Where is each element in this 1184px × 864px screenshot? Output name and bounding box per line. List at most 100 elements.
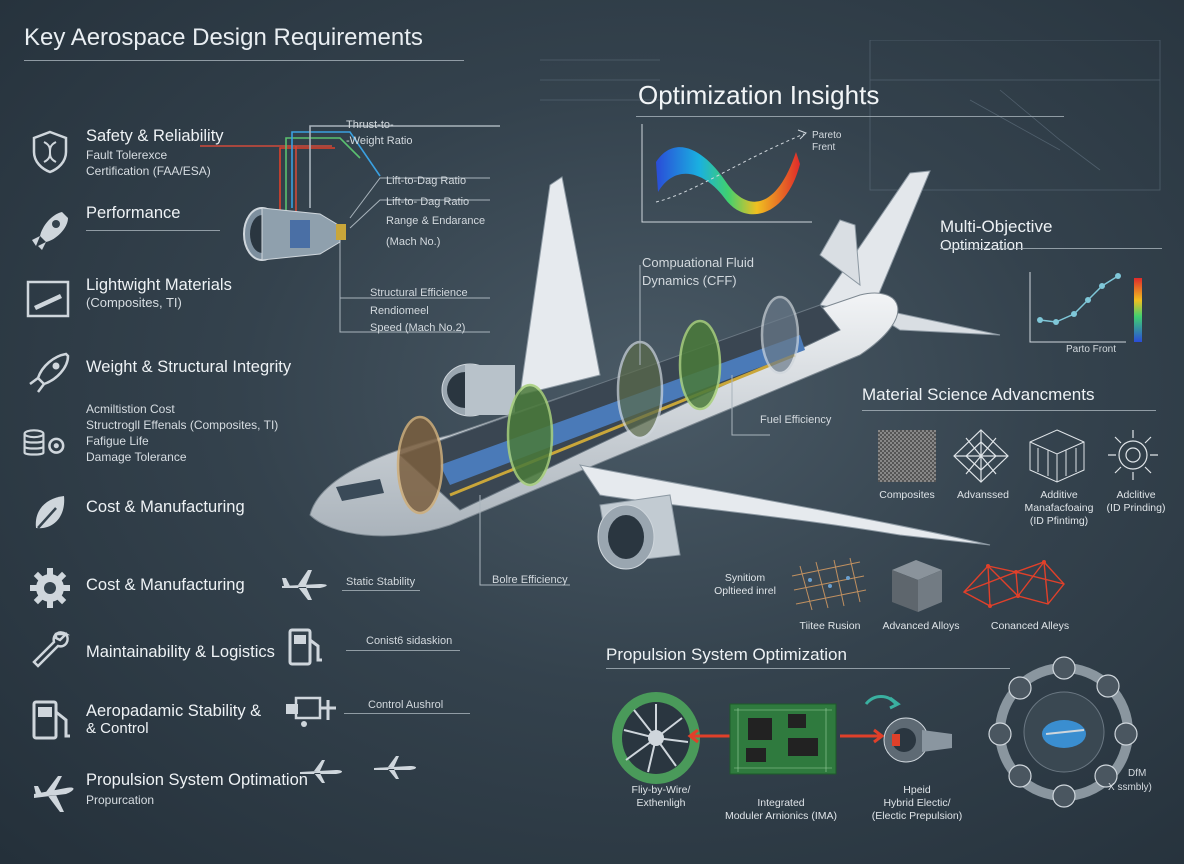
left-item-label: Aeropadamic Stability & [86,702,262,720]
callout-struct: Rendiomeel [370,305,429,317]
red-lattice [962,560,1065,608]
callout-bolre: Bolre Efficiency [492,574,568,586]
callout-struct: Structural Efficience [370,287,468,299]
leaf-icon [26,490,74,538]
aircraft-cutaway [309,170,1001,570]
callout-control: Control Aushrol [368,699,444,711]
background-blueprint [540,40,1161,191]
callout-ltd: Lift-to- Dag Ratio [386,196,470,208]
rocket-icon [26,348,74,396]
material-science-title: Material Science Advancments [862,385,1095,404]
section-divider [636,116,1064,117]
material-caption: Adclitive [1116,489,1156,501]
left-item-label: Weight & Structural Integrity [86,358,292,376]
left-item-sub: Fault Tolerexce [86,148,168,162]
lifecycle-wheel [988,656,1138,808]
material-caption: Additive [1040,489,1078,501]
material-sheet-icon [24,276,72,324]
callout-range: Range & Endarance [386,215,486,227]
left-item-label: Lightwight Materials [86,276,232,294]
propulsion-caption: Moduler Arnionics (IMA) [724,810,838,822]
multi-objective-title: Multi-Objective [940,217,1053,236]
left-item-line: Damage Tolerance [86,450,187,464]
rocket-icon [26,206,74,254]
multi-objective-title: Optimization [940,237,1024,254]
propulsion-title: Propulsion System Optimization [606,645,847,664]
optimization-title: Optimization Insights [638,80,880,110]
callout-line [346,650,460,651]
left-item-label: & Control [86,720,149,737]
pareto-front-caption: Parto Front [1066,344,1117,355]
material-caption: Conanced Alleys [990,620,1070,632]
alloy-cube [892,560,942,612]
callout-line [344,713,470,714]
fuel-pump-icon [28,696,76,744]
title-divider [24,60,464,61]
left-item-label: Maintainability & Logistics [86,643,275,661]
airplane-icon [280,566,332,602]
callout-thrust: -Weight Ratio [346,135,413,147]
callout-cfd: Compuational Fluid [642,255,755,270]
left-item-sub: (Composites, TI) [86,295,182,310]
left-item-label: Cost & Manufacturing [86,498,245,516]
aircraft-callout-lines [479,265,770,586]
material-caption: Tiitee Rusion [799,620,861,632]
pareto-surface-chart [641,124,812,223]
callout-cfd: Dynamics (CFF) [642,273,737,288]
callout-line [342,590,420,591]
coins-gear-icon [22,420,70,468]
left-item-label: Propulsion System Optimation [86,771,308,789]
left-item-line: Acmiltistion Cost [86,402,175,416]
material-caption: Opltieed inrel [714,585,776,597]
page-title: Key Aerospace Design Requirements [24,24,423,51]
propulsion-caption: (Electic Prepulsion) [871,810,963,822]
item-divider [86,230,220,231]
material-caption: Manafacfoaing [1024,502,1094,514]
pareto-label: Pareto [812,130,842,141]
left-item-label: Cost & Manufacturing [86,576,245,594]
actuator-icon [284,690,340,730]
lattice-structure [953,429,1009,483]
material-caption: Advanssed [957,489,1009,501]
material-caption: Synitiom [724,572,766,584]
callout-struct: Speed (Mach No.2) [370,322,466,334]
callout-thrust: Thrust-to- [346,119,394,131]
propulsion-caption: Fliy-by-Wire/ [631,784,691,796]
dfm-label: DfM [1128,768,1147,779]
callout-mach: (Mach No.) [386,236,441,248]
airplane-icon [30,768,78,816]
material-caption: (ID Pfintimg) [1029,515,1089,527]
composites-texture [878,430,936,482]
material-caption: Advanced Alloys [882,620,960,632]
propulsion-caption: Integrated [757,797,805,809]
pareto-label: Frent [812,142,836,153]
section-divider [606,668,1010,669]
propulsion-caption: Exthenligh [636,797,686,809]
left-item-sub: Certification (FAA/ESA) [86,164,211,178]
callout-consist: Conist6 sidaskion [366,635,453,647]
wrench-icon [26,626,74,674]
engine-illustration [243,207,346,261]
propulsion-caption: Hpeid [903,784,931,796]
fiber-mesh [791,557,867,611]
left-item-label: Safety & Reliability [86,127,224,145]
material-caption: Composites [879,489,935,501]
callout-ltd: Lift-to-Dag Ratio [386,175,467,187]
dfm-label: X ssmbly) [1108,782,1152,793]
pareto-front-chart [1029,272,1142,343]
left-item-label: Performance [86,204,181,222]
airplane-icon [298,758,346,784]
section-divider [940,248,1162,249]
left-item-line: Structrogll Effenals (Composites, TI) [86,418,279,432]
material-caption: (ID Prinding) [1106,502,1166,514]
airplane-icon [372,754,420,780]
dna-shield-icon [26,128,74,176]
gear-icon [26,564,74,612]
propulsion-caption: Hybrid Electic/ [883,797,951,809]
left-item-line: Fafigue Life [86,434,149,448]
additive-gear [1108,430,1158,480]
fuel-pump-icon [286,626,326,668]
additive-cube [1029,429,1085,483]
callout-static: Static Stability [346,576,416,588]
left-item-sub: Propurcation [86,793,155,807]
